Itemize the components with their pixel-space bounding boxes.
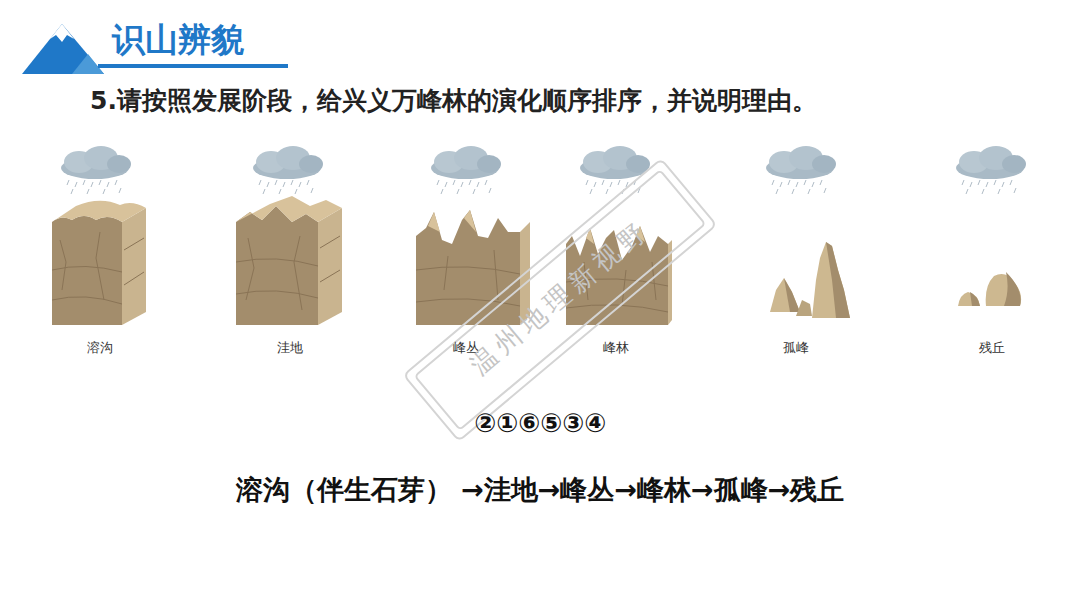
stage-caption: 孤峰 (783, 340, 809, 356)
slide-title: 识山辨貌 (112, 20, 244, 60)
stage-caption: 峰林 (603, 340, 629, 356)
question-text: 5.请按照发展阶段，给兴义万峰林的演化顺序排序，并说明理由。 (90, 86, 817, 116)
answer-sequence: 溶沟（伴生石芽） →洼地→峰丛→峰林→孤峰→残丘 (236, 474, 845, 506)
stage-caption: 溶沟 (87, 340, 113, 356)
stage-caption: 残丘 (979, 340, 1005, 356)
answer-order: ②①⑥⑤③④ (474, 408, 606, 439)
stage-caption: 洼地 (277, 340, 303, 356)
